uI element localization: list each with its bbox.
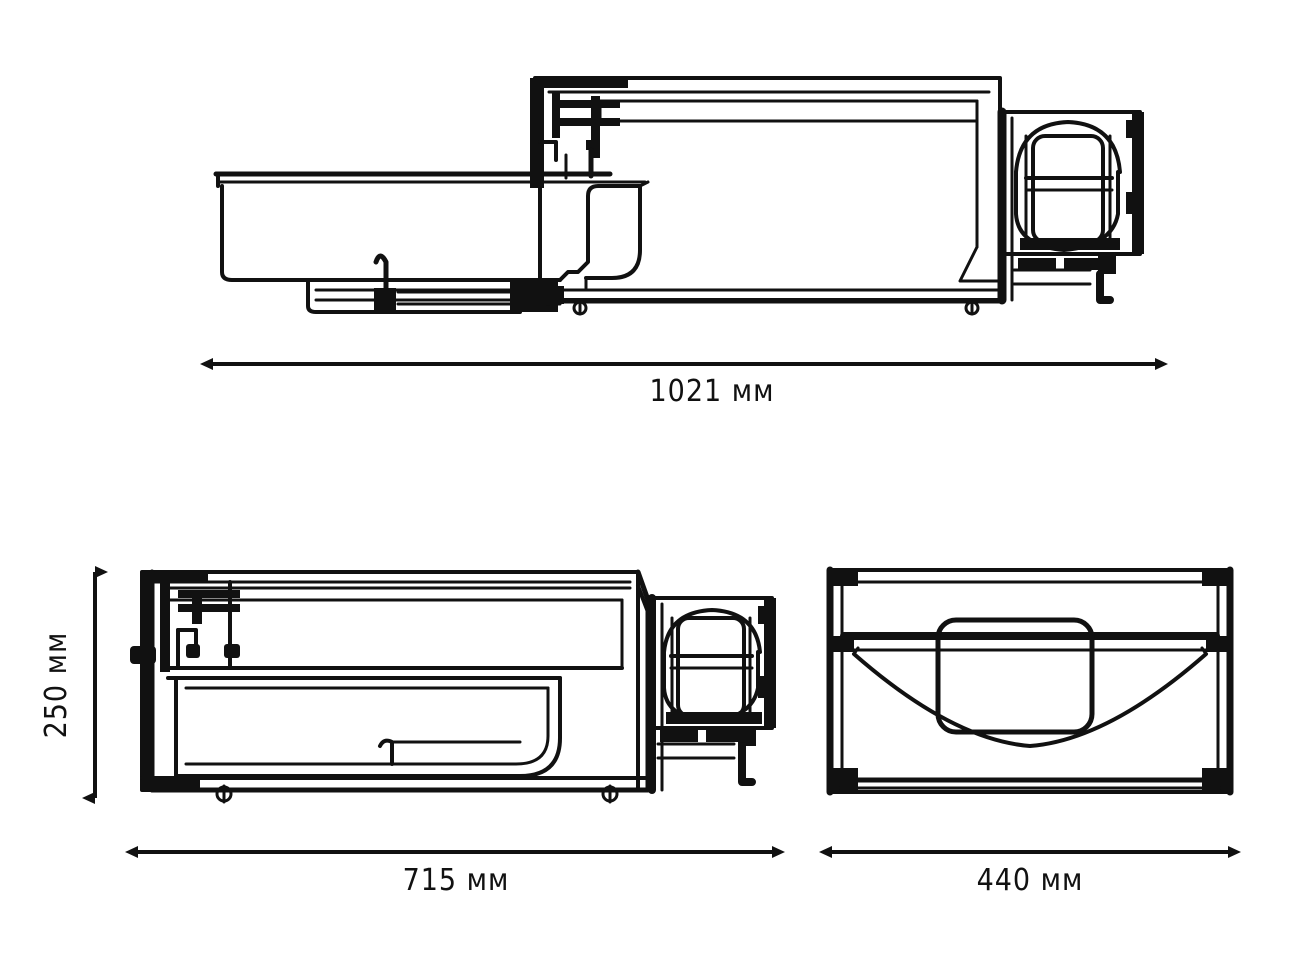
dimension-body-height: 250 мм: [39, 566, 108, 804]
front-sling-curve: [852, 646, 1208, 748]
dimension-body-length: 715 мм: [125, 846, 785, 898]
dimension-label-1021: 1021 мм: [650, 374, 775, 409]
front-base-rail: [827, 777, 1233, 790]
view-top-assembly: [213, 76, 1144, 316]
dimension-overall-length: 1021 мм: [200, 358, 1168, 409]
drain-rail: [306, 253, 562, 314]
dimension-body-width: 440 мм: [819, 846, 1241, 898]
side-inner-tub: [166, 676, 562, 778]
base-rail-top-view: [512, 286, 1002, 316]
cabinet-body-outline: [533, 76, 1002, 302]
dimension-label-715: 715 мм: [403, 863, 510, 898]
front-shelf-rails: [840, 632, 1220, 652]
view-front-elevation: [826, 566, 1234, 796]
side-base-rail: [140, 776, 651, 804]
side-left-jamb: [130, 572, 240, 790]
front-center-module: [935, 617, 1095, 735]
motor-module-top-view: [997, 107, 1144, 305]
motor-module-side-view: [648, 594, 776, 794]
dimension-label-250: 250 мм: [39, 632, 74, 739]
view-side-body: [130, 569, 776, 804]
dimension-label-440: 440 мм: [977, 863, 1084, 898]
tub-outline: [213, 171, 650, 290]
